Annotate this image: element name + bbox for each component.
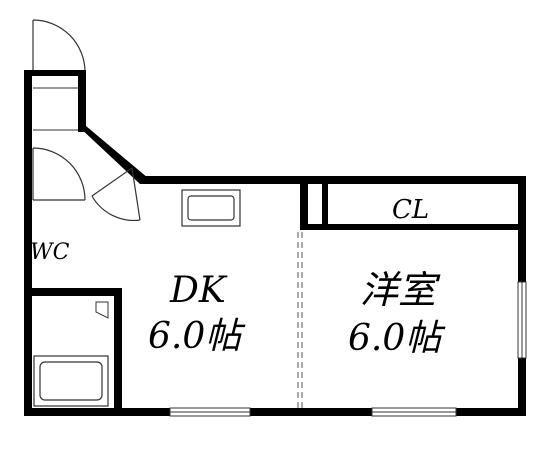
western-room-size: 6.0帖 — [348, 318, 446, 359]
entrance-door — [32, 19, 86, 73]
dk-door — [91, 167, 141, 221]
walls — [24, 70, 526, 416]
bath-fixture — [33, 355, 109, 407]
dk-size: 6.0帖 — [148, 316, 246, 357]
wc-door — [32, 147, 86, 201]
kitchen-sink — [181, 189, 241, 227]
sliding-partition — [297, 232, 303, 408]
windows — [169, 281, 527, 417]
dk-label: DK — [169, 270, 228, 311]
wc-label: WC — [30, 240, 70, 265]
western-room-label: 洋室 — [360, 268, 441, 312]
closet-label: CL — [392, 195, 429, 225]
wash-basin-icon — [95, 301, 109, 319]
corridor-lines — [33, 87, 78, 201]
